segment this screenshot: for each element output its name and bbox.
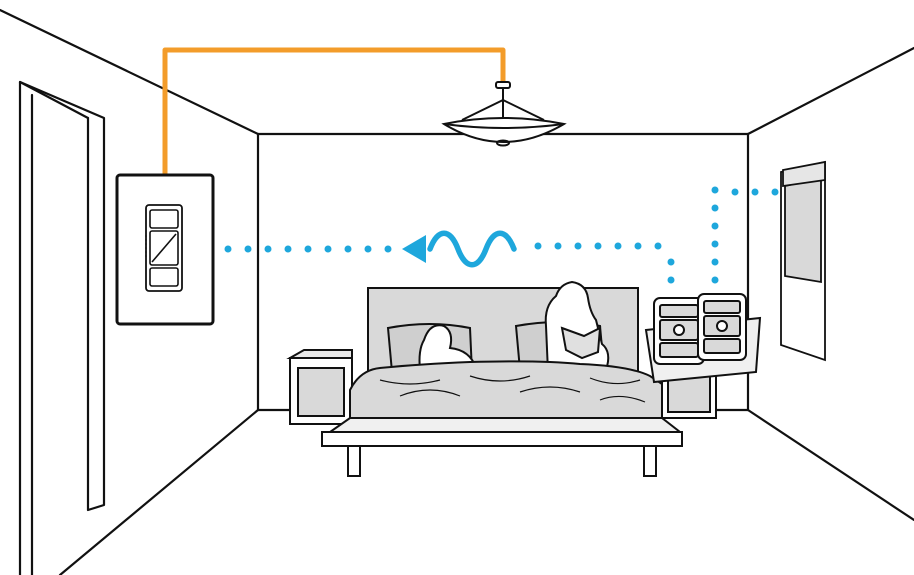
bed-frame-base [322,432,682,446]
door-frame [20,82,104,575]
blanket [350,361,662,418]
signal-dots-vertical-left [668,259,675,284]
bed-leg-right [644,446,656,476]
wireless-signal [225,187,779,284]
bed-leg-left [348,446,360,476]
wireless-wave-icon [430,233,514,265]
bed-frame-top [330,418,680,432]
remote-control-2 [698,294,746,360]
signal-arrow-icon [402,235,426,263]
signal-dots-horizontal [225,243,662,253]
bed [322,282,682,476]
remote-control-1 [654,298,704,364]
nightstand-left [290,350,352,424]
signal-dots-vertical-right [712,187,779,284]
ceiling-light-icon [444,82,564,146]
wall-dimmer-icon [117,175,213,324]
keypad-remote-icon [646,294,760,382]
window-shade-icon [781,162,825,360]
